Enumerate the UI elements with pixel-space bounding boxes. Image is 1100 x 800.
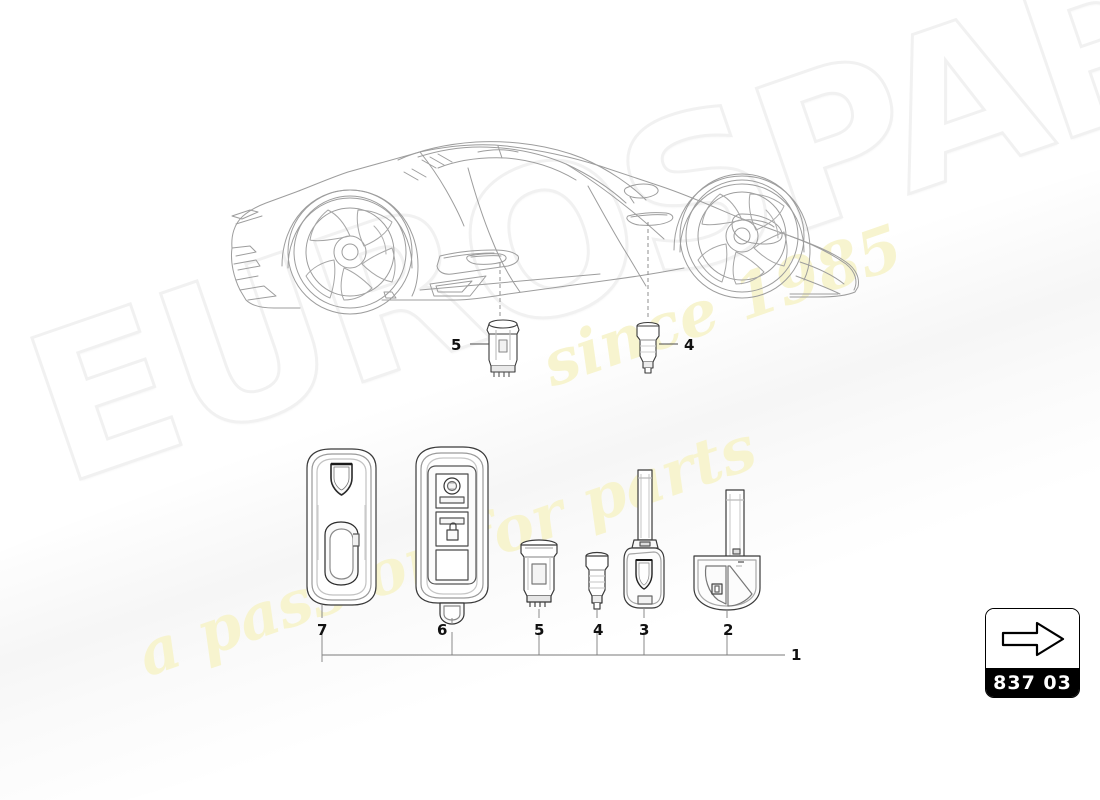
callout-7: 7 bbox=[317, 621, 328, 639]
part-number-badge[interactable]: 837 03 bbox=[985, 608, 1080, 698]
badge-part-number: 837 03 bbox=[986, 668, 1079, 697]
callout-3: 3 bbox=[639, 621, 650, 639]
callout-6: 6 bbox=[437, 621, 448, 639]
callout-1-assembly: 1 bbox=[791, 646, 802, 664]
arrow-right-icon[interactable] bbox=[986, 609, 1079, 668]
callout-upper-4: 4 bbox=[684, 336, 695, 354]
callout-2: 2 bbox=[723, 621, 734, 639]
callout-4: 4 bbox=[593, 621, 604, 639]
callout-upper-5: 5 bbox=[451, 336, 462, 354]
callout-5: 5 bbox=[534, 621, 545, 639]
